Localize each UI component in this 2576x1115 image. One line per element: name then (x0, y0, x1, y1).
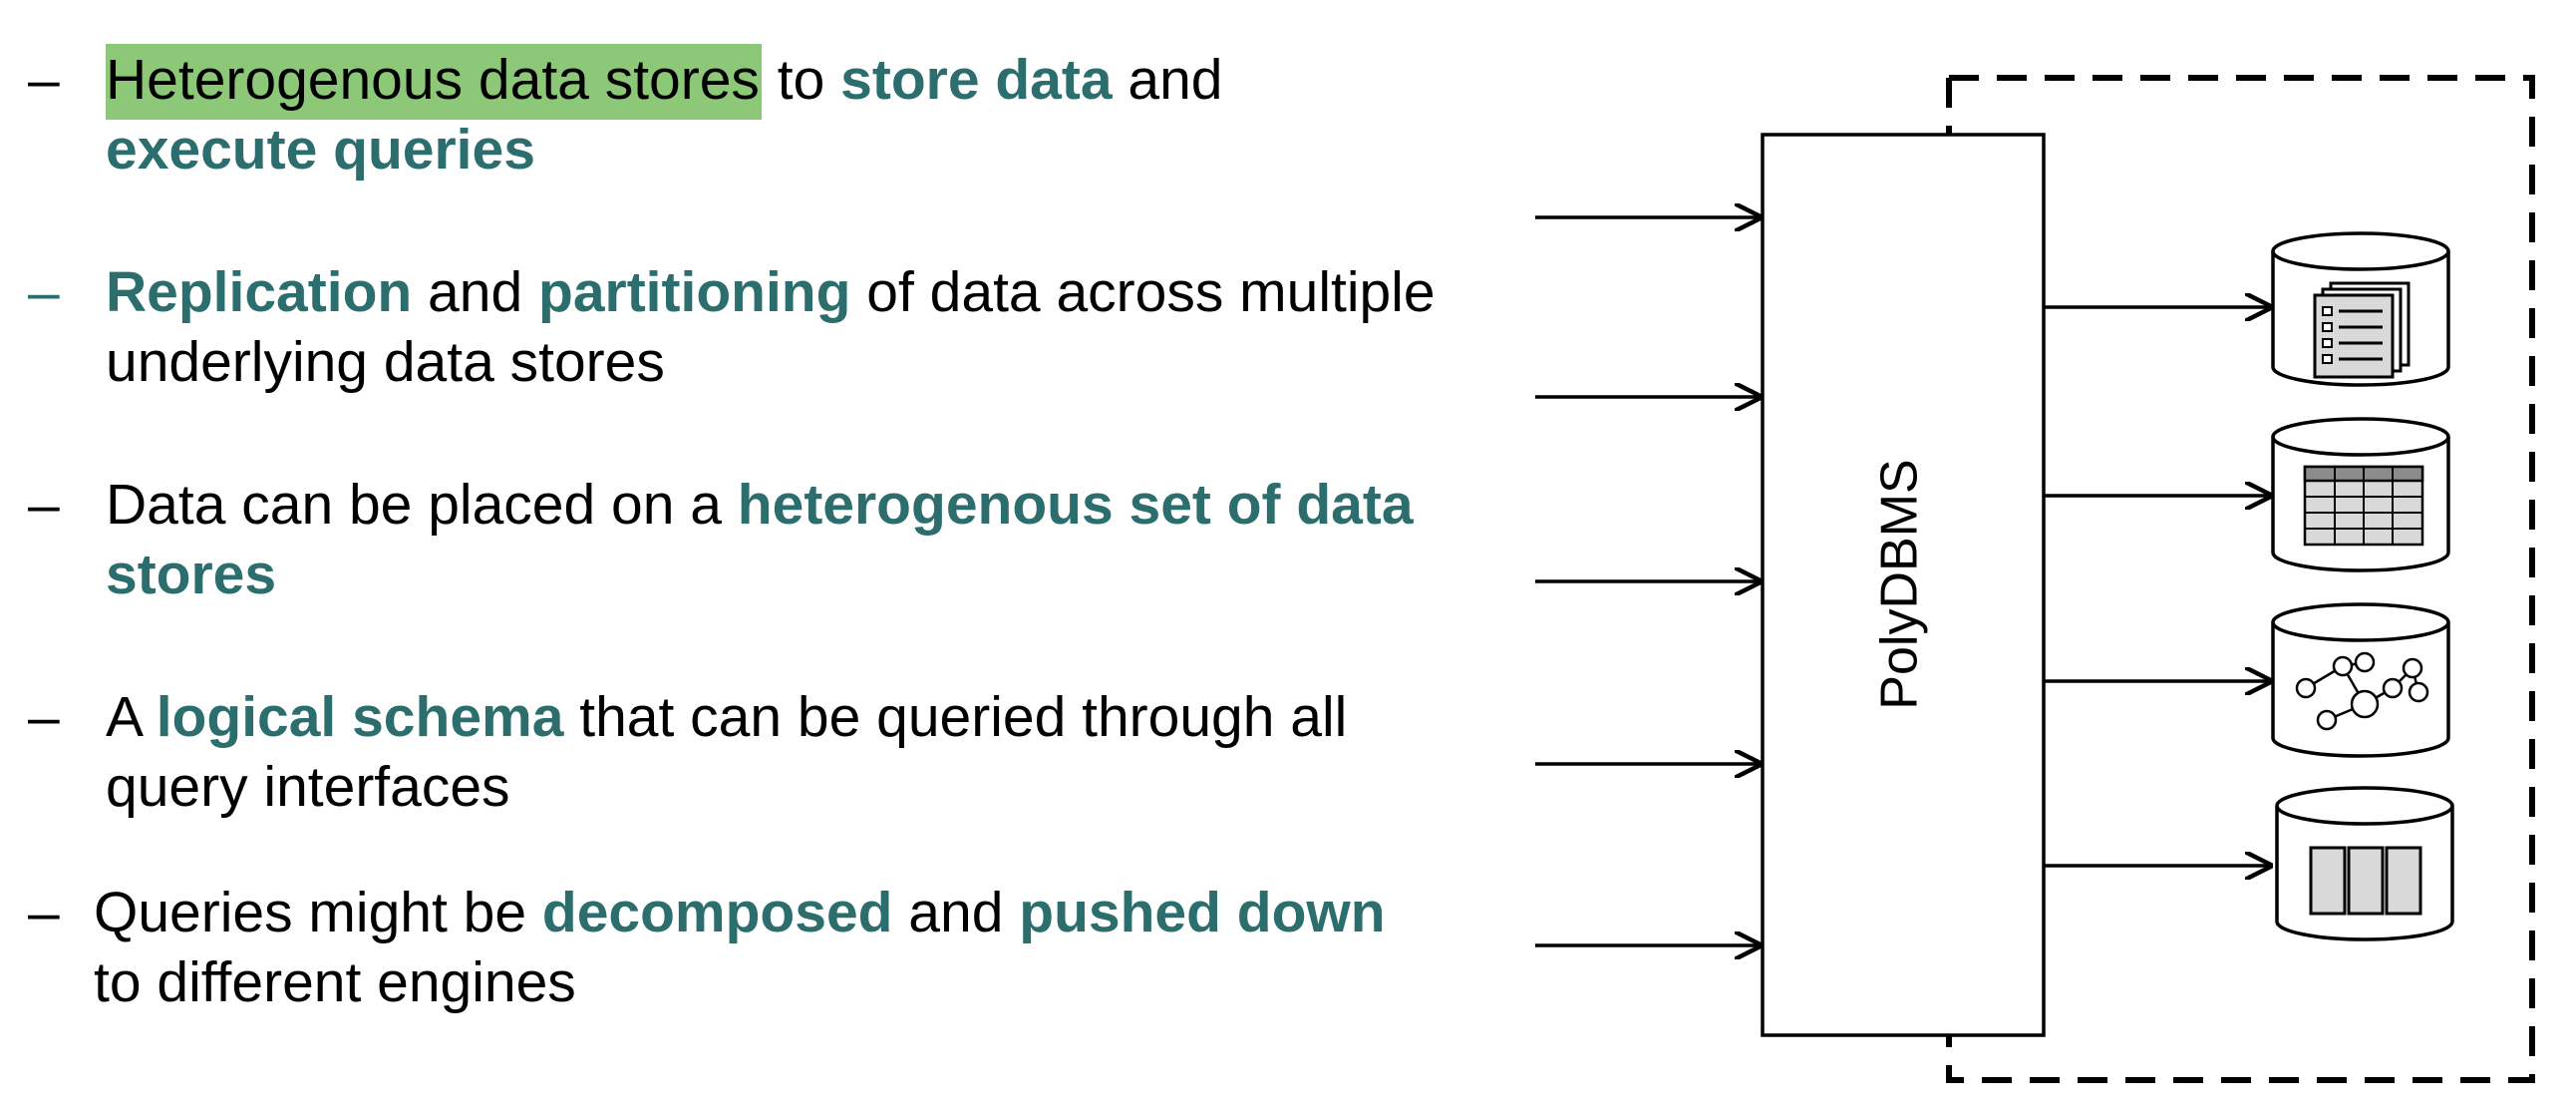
emphasis-text: execute queries (106, 118, 535, 182)
plain-text: and (412, 260, 538, 324)
bullet-line: Data can be placed on a heterogenous set… (106, 470, 1414, 540)
plain-text: of data across multiple (850, 260, 1436, 324)
bullet-text: Data can be placed on a heterogenous set… (106, 470, 1414, 609)
outgoing-store-arrows (2044, 307, 2270, 866)
relational-table-icon (2303, 465, 2424, 547)
bullet-line: execute queries (106, 115, 1223, 185)
data-store-columnar (2275, 786, 2454, 941)
bullet-text: Replication and partitioning of data acr… (106, 257, 1436, 397)
emphasis-text: Replication (106, 260, 413, 324)
emphasis-text: partitioning (538, 260, 851, 324)
polydbms-label: PolyDBMS (1871, 459, 1929, 709)
emphasis-text: stores (106, 543, 277, 606)
bullet-line: to different engines (94, 947, 1386, 1017)
bullet-dash: – (28, 48, 60, 112)
bullet-dash: – (28, 260, 60, 324)
plain-text: A (106, 685, 157, 749)
bullet-line: A logical schema that can be queried thr… (106, 682, 1347, 752)
emphasis-text: pushed down (1019, 881, 1386, 944)
column-store-icon (2309, 846, 2422, 916)
polydbms-box (1761, 133, 2046, 1037)
graph-network-icon (2295, 651, 2429, 731)
emphasis-text: logical schema (156, 685, 564, 749)
bullet-text: Heterogenous data stores to store data a… (106, 44, 1223, 185)
dashed-boundary (1946, 75, 2535, 1083)
plain-text: and (1112, 48, 1223, 112)
emphasis-text: decomposed (541, 881, 893, 944)
bullet-dash: – (28, 685, 60, 749)
bullet-dash: – (28, 881, 60, 944)
emphasis-text: store data (840, 48, 1113, 112)
plain-text: underlying data stores (106, 330, 665, 394)
highlighted-phrase: Heterogenous data stores (106, 44, 762, 120)
data-store-relational (2271, 417, 2450, 572)
plain-text: and (892, 881, 1020, 944)
plain-text: to (761, 48, 841, 112)
data-store-graph (2271, 602, 2450, 758)
bullet-line: query interfaces (106, 752, 1347, 822)
bullet-line: underlying data stores (106, 327, 1436, 397)
bullet-line: Heterogenous data stores to store data a… (106, 44, 1223, 120)
bullet-line: stores (106, 540, 1414, 609)
incoming-query-arrows (1535, 217, 1760, 945)
bullet-line: Replication and partitioning of data acr… (106, 257, 1436, 327)
data-store-document (2271, 231, 2450, 387)
bullet-line: Queries might be decomposed and pushed d… (94, 878, 1386, 947)
bullet-dash: – (28, 473, 60, 537)
plain-text: that can be queried through all (563, 685, 1348, 749)
bullet-text: A logical schema that can be queried thr… (106, 682, 1347, 822)
document-store-icon (2313, 281, 2411, 379)
bullet-text: Queries might be decomposed and pushed d… (94, 878, 1386, 1017)
plain-text: to different engines (94, 950, 576, 1014)
plain-text: Data can be placed on a (106, 473, 738, 537)
emphasis-text: heterogenous set of data (737, 473, 1414, 537)
plain-text: query interfaces (106, 755, 510, 819)
plain-text: Queries might be (94, 881, 542, 944)
